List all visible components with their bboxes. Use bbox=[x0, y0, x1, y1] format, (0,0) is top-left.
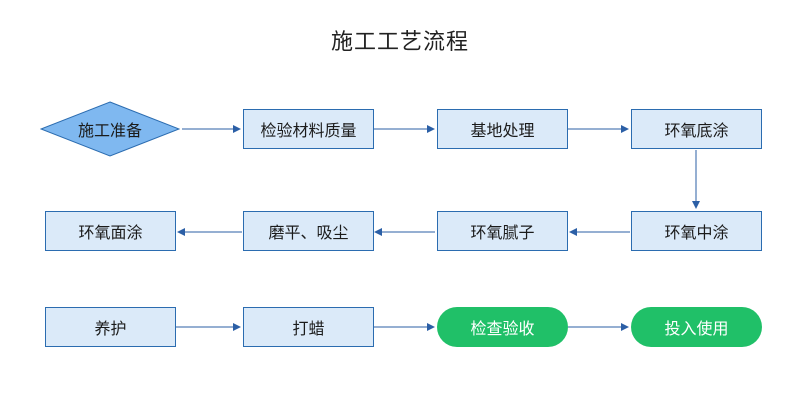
step-epoxy-putty: 环氧腻子 bbox=[437, 211, 568, 251]
step-curing: 养护 bbox=[45, 307, 176, 347]
diamond-shape bbox=[39, 101, 181, 157]
step-inspection-acceptance: 检查验收 bbox=[437, 307, 568, 347]
step-sand-vacuum: 磨平、吸尘 bbox=[243, 211, 374, 251]
start-node: 施工准备 bbox=[39, 101, 181, 157]
step-waxing: 打蜡 bbox=[243, 307, 374, 347]
step-base-treatment: 基地处理 bbox=[437, 109, 568, 149]
step-epoxy-primer: 环氧底涂 bbox=[631, 109, 762, 149]
step-epoxy-midcoat: 环氧中涂 bbox=[631, 211, 762, 251]
step-put-into-use: 投入使用 bbox=[631, 307, 762, 347]
step-inspect-materials: 检验材料质量 bbox=[243, 109, 374, 149]
step-epoxy-topcoat: 环氧面涂 bbox=[45, 211, 176, 251]
diagram-title: 施工工艺流程 bbox=[330, 30, 469, 55]
start-node-label: 施工准备 bbox=[77, 121, 142, 140]
